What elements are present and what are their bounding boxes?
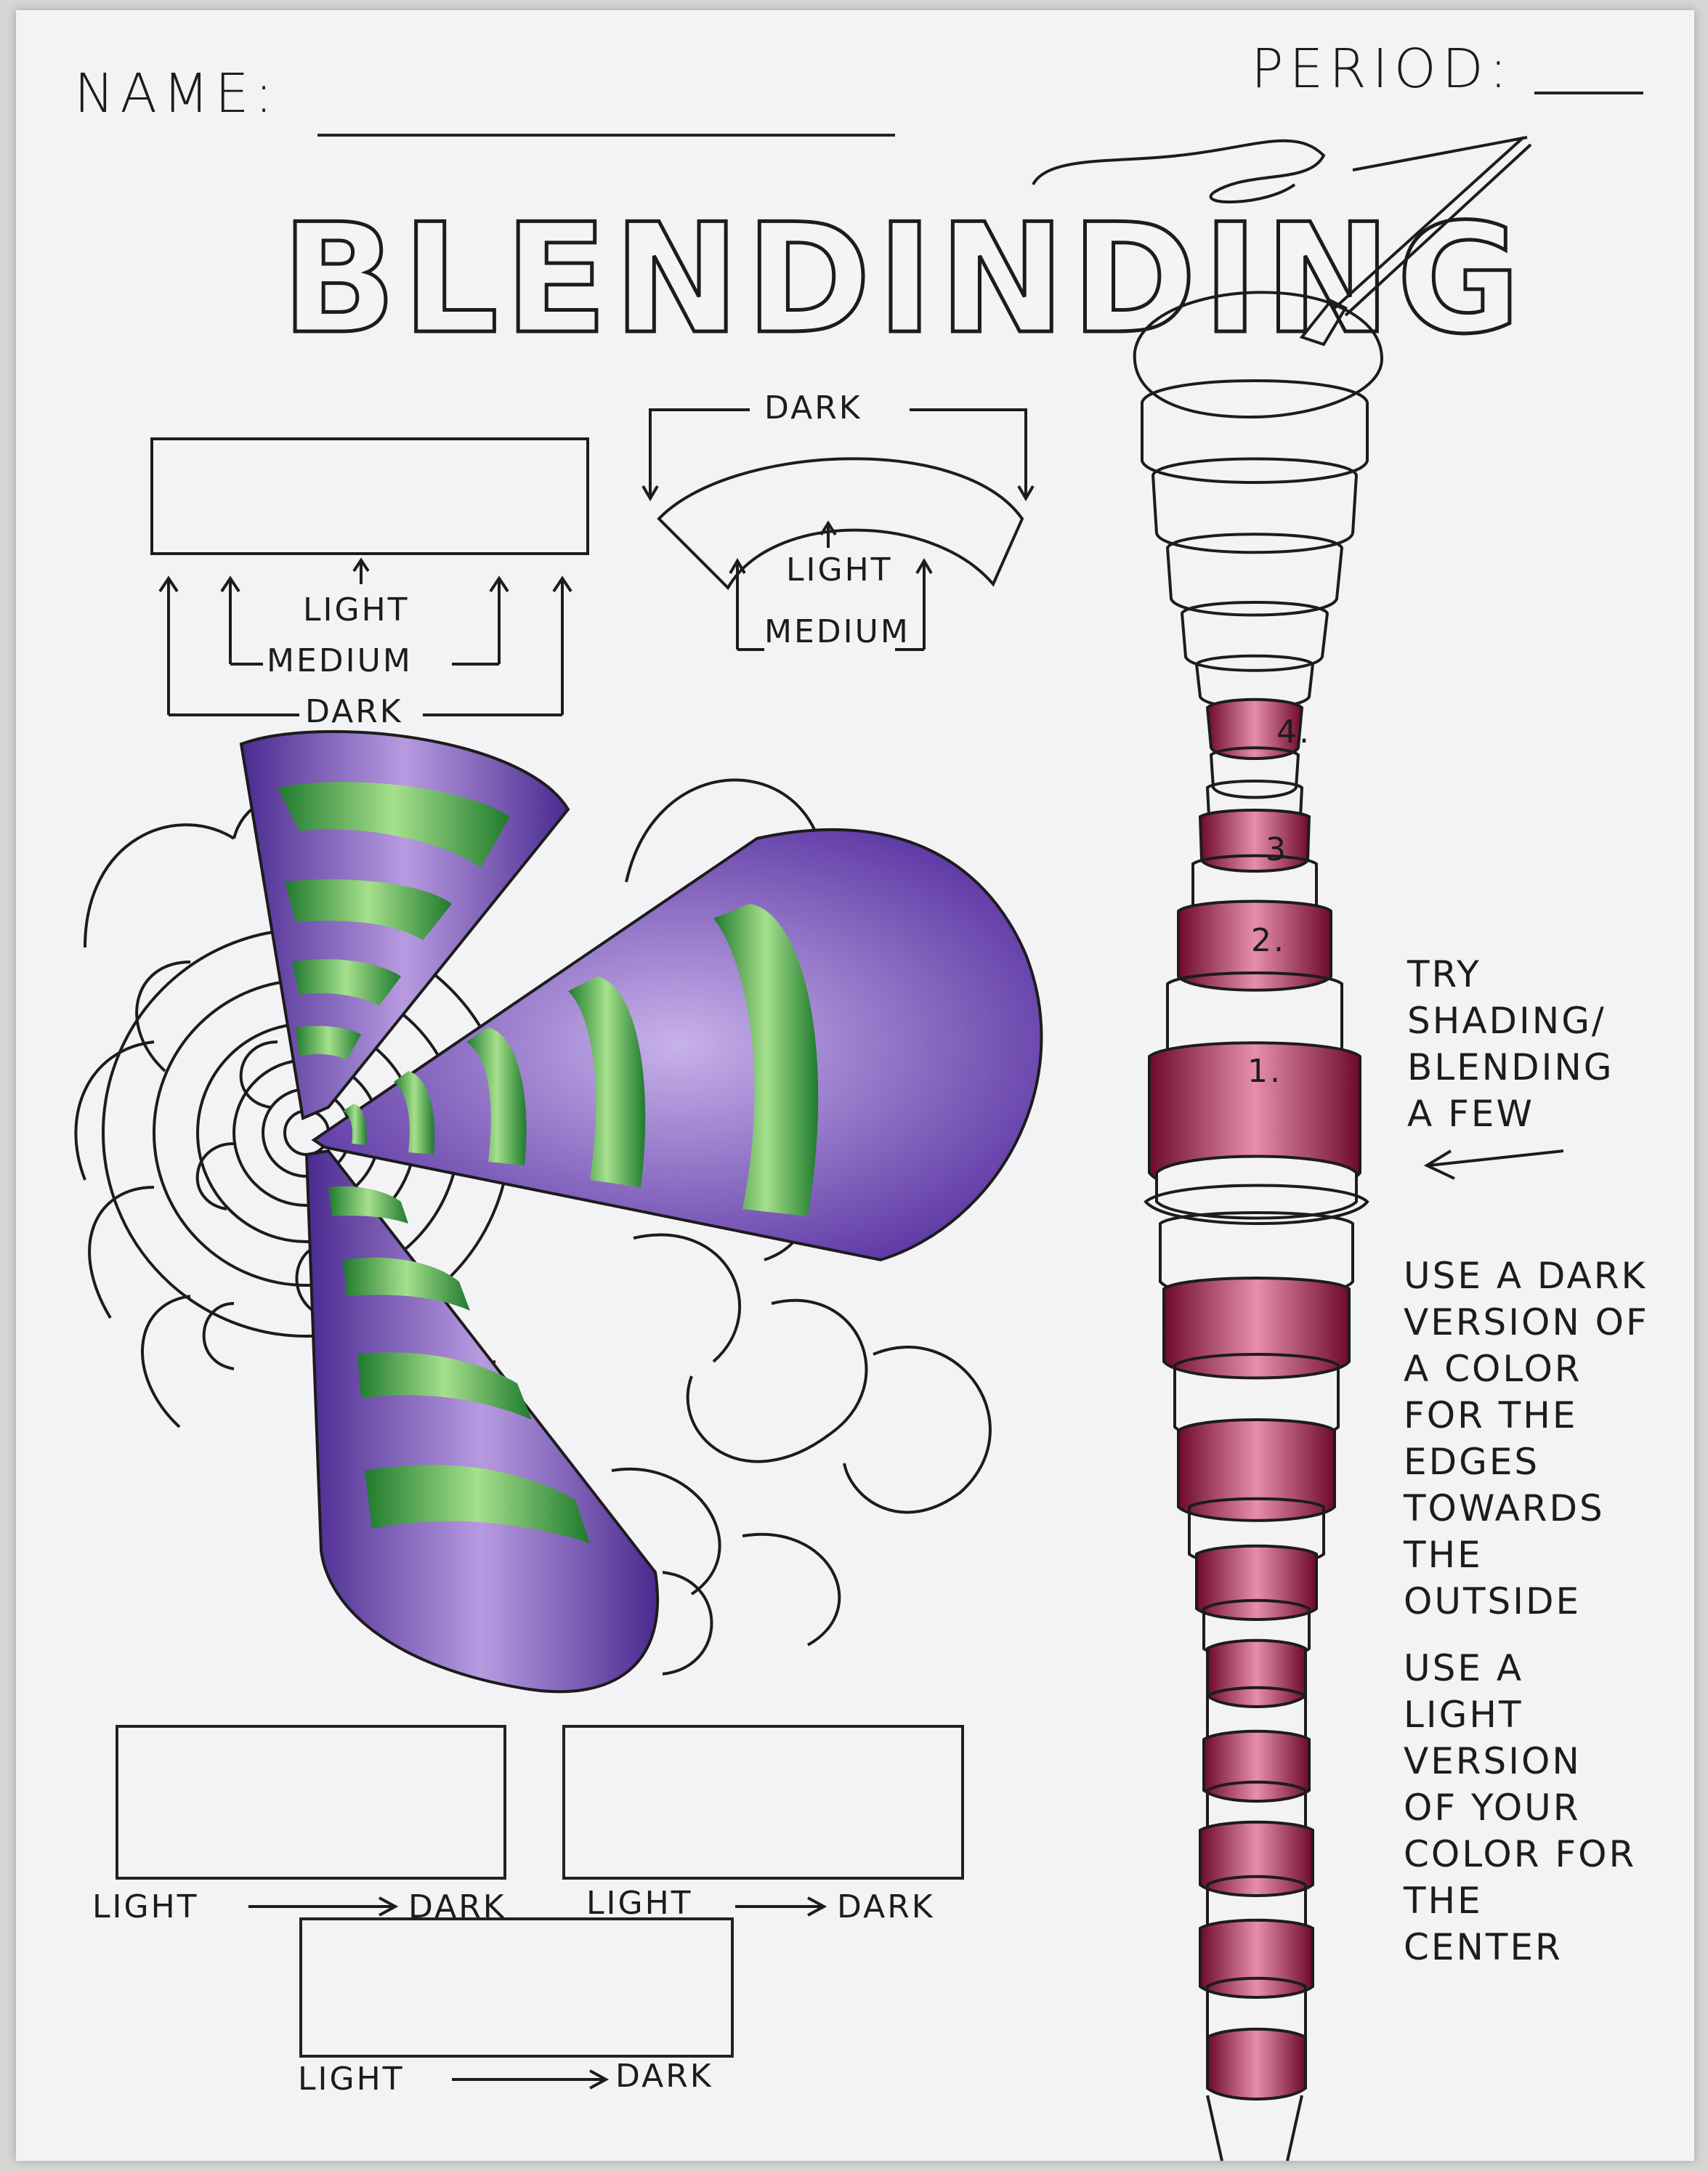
- practice-box-2[interactable]: [562, 1725, 964, 1880]
- worksheet-page: NAME: PERIOD: BLENDINDING: [16, 10, 1694, 2161]
- column-step-1: 1.: [1247, 1053, 1282, 1090]
- practice-box-1[interactable]: [116, 1725, 506, 1880]
- period-label: PERIOD:: [1251, 38, 1513, 100]
- column-step-2: 2.: [1251, 922, 1286, 959]
- name-label: NAME:: [74, 62, 279, 125]
- column-step-3: 3: [1266, 831, 1288, 868]
- arc-dark-label: DARK: [764, 389, 862, 426]
- paintbrush-icon: [1032, 136, 1532, 347]
- worksheet-drawings: [74, 136, 1564, 2161]
- practice-arrows: [248, 1896, 827, 2090]
- rect-dark-label: DARK: [305, 693, 403, 730]
- column-step-4: 4.: [1276, 713, 1311, 751]
- practice-box-2-from: LIGHT: [586, 1885, 693, 1922]
- purple-green-tube-upper: [239, 729, 570, 1120]
- name-blank-line: [317, 134, 895, 137]
- purple-green-tube-right: [311, 828, 1043, 1262]
- note-try-shading: TRY SHADING/ BLENDING A FEW: [1407, 953, 1614, 1135]
- practice-box-2-to: DARK: [837, 1888, 935, 1925]
- practice-box-3-from: LIGHT: [298, 2061, 405, 2098]
- arc-light-label: LIGHT: [786, 551, 893, 589]
- practice-box-1-from: LIGHT: [92, 1888, 199, 1925]
- rect-value-diagram: [150, 437, 589, 716]
- stacked-column-drawing: [1133, 291, 1384, 2161]
- worksheet-title: BLENDINDING: [279, 190, 1527, 370]
- period-blank-line: [1534, 92, 1643, 94]
- arrow-left-icon: [1423, 1149, 1564, 1180]
- note-dark-edges: USE A DARK VERSION OF A COLOR FOR THE ED…: [1404, 1255, 1649, 1622]
- purple-green-tube-lower: [304, 1149, 660, 1694]
- rect-medium-label: MEDIUM: [267, 642, 413, 679]
- arc-medium-label: MEDIUM: [764, 613, 910, 650]
- practice-box-3[interactable]: [299, 1917, 734, 2058]
- practice-box-3-to: DARK: [615, 2058, 713, 2095]
- note-light-center: USE A LIGHT VERSION OF YOUR COLOR FOR TH…: [1404, 1647, 1637, 1968]
- arc-value-diagram: [641, 408, 1035, 651]
- rect-light-label: LIGHT: [303, 591, 410, 628]
